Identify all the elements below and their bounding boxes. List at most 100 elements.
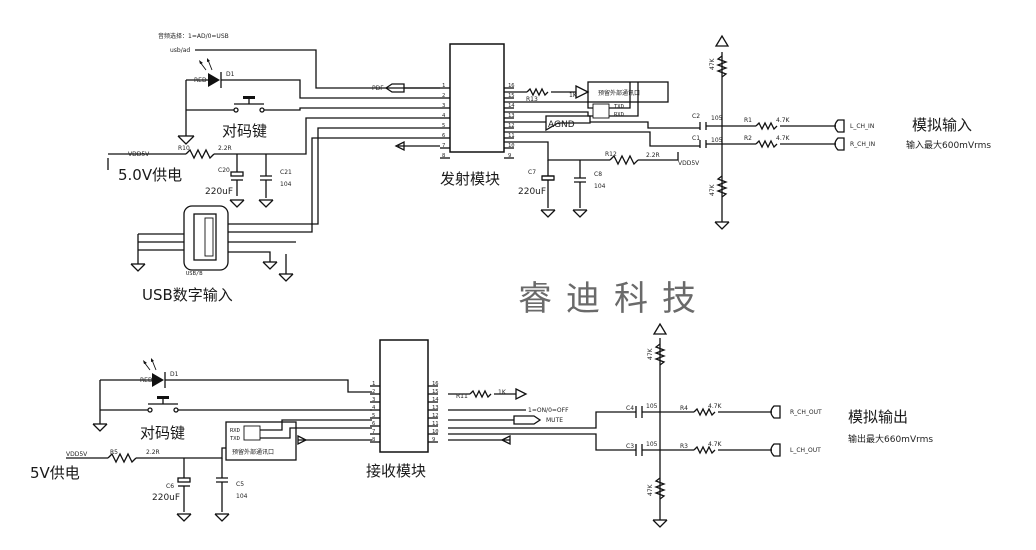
rx-cap-value: 104 bbox=[236, 493, 248, 500]
power-resistor bbox=[185, 148, 215, 160]
rx-cap-ref: C5 bbox=[236, 481, 244, 488]
pair-key-switch[interactable] bbox=[186, 96, 440, 113]
pin-number: 5 bbox=[372, 413, 375, 419]
rx-elec-cap-ref: C6 bbox=[166, 483, 174, 490]
pin-number: 3 bbox=[372, 397, 375, 403]
rx-pair-key-switch[interactable] bbox=[100, 396, 372, 413]
ext-comm-port bbox=[587, 81, 669, 103]
elec-cap bbox=[230, 171, 244, 177]
rx-vdd-label: VDD5V bbox=[66, 451, 88, 458]
rx-ceramic-cap bbox=[216, 458, 228, 512]
pin-number: 2 bbox=[442, 93, 445, 99]
ind-arrow bbox=[575, 84, 590, 100]
tx-power-resistor bbox=[609, 154, 639, 166]
in-res-r-value: 4.7K bbox=[776, 135, 791, 142]
out-res-l-ref: R3 bbox=[680, 443, 688, 450]
analog-in-max-label: 输入最大600mVrms bbox=[906, 139, 991, 151]
pin-number: 13 bbox=[508, 113, 515, 119]
in-bias-resistor-top bbox=[716, 55, 728, 78]
pin-number: 15 bbox=[508, 93, 515, 99]
in-res-l-ref: R1 bbox=[744, 117, 752, 124]
receiver-section: RED D1 对码键 RXD TXD 预留外部通讯口 VDD5V R bbox=[30, 322, 933, 528]
out-resistor-l bbox=[693, 445, 716, 455]
led-designator: D1 bbox=[226, 71, 235, 78]
out-r-label: R_CH_OUT bbox=[790, 409, 822, 416]
power-res-value: 2.2R bbox=[218, 145, 232, 152]
pin-number: 4 bbox=[372, 405, 376, 411]
ceramic-cap bbox=[260, 154, 272, 198]
pin-number: 6 bbox=[372, 421, 375, 427]
rx-power-label: 5V供电 bbox=[30, 464, 80, 482]
pin-number: 6 bbox=[442, 133, 445, 139]
in-cap-l-value: 105 bbox=[711, 115, 723, 122]
pin-number: 7 bbox=[442, 143, 445, 149]
ground-symbol bbox=[130, 263, 146, 272]
pin-number: 1 bbox=[372, 381, 375, 387]
pin-number: 1 bbox=[442, 83, 445, 89]
pdf-port bbox=[384, 83, 440, 93]
gnd-arrow bbox=[394, 140, 405, 152]
out-cap-r-value: 105 bbox=[646, 403, 658, 410]
in-vcc-arrow bbox=[714, 34, 730, 47]
tx-vdd-label: VDD5V bbox=[678, 160, 700, 167]
ground-symbol bbox=[258, 199, 274, 208]
agnd-flag bbox=[545, 115, 591, 132]
rx-power-res-value: 2.2R bbox=[146, 449, 160, 456]
usb-connector: USB/B bbox=[183, 205, 229, 277]
out-res-r-ref: R4 bbox=[680, 405, 688, 412]
cap-value: 104 bbox=[280, 181, 292, 188]
out-bias-resistor-bottom bbox=[654, 477, 666, 500]
tx-cap-value: 104 bbox=[594, 183, 606, 190]
onoff-label: 1=ON/0=OFF bbox=[528, 407, 569, 414]
ground-symbol bbox=[572, 209, 588, 218]
pin-number: 9 bbox=[508, 153, 511, 159]
pin-number: 12 bbox=[432, 413, 439, 419]
mode-select-label: 音频选择：1=AD/0=USB bbox=[158, 32, 229, 40]
out-cap-l-value: 105 bbox=[646, 441, 658, 448]
rx-led-ref: RED bbox=[140, 377, 153, 384]
transmitter-module bbox=[449, 43, 505, 153]
tx-elec-cap-ref: C7 bbox=[528, 169, 536, 176]
in-r-label: R_CH_IN bbox=[850, 141, 875, 148]
power-label: 5.0V供电 bbox=[118, 166, 182, 184]
ground-symbol bbox=[92, 423, 108, 432]
rx-ind-arrow bbox=[515, 387, 528, 401]
rx-pair-key-label: 对码键 bbox=[140, 424, 185, 442]
in-l-label: L_CH_IN bbox=[850, 123, 874, 130]
pin-number: 10 bbox=[508, 143, 515, 149]
in-res-r-ref: R2 bbox=[744, 135, 752, 142]
pin-number: 13 bbox=[432, 405, 439, 411]
led-ref: RED bbox=[194, 77, 207, 84]
tx-elec-cap bbox=[541, 175, 555, 181]
ext-port-label: 预留外部通讯口 bbox=[598, 89, 640, 97]
in-resistor-r bbox=[755, 139, 778, 149]
rx-elec-cap bbox=[177, 477, 191, 483]
pin-number: 12 bbox=[508, 123, 515, 129]
rx-elec-cap-value: 220uF bbox=[152, 493, 180, 503]
led-d1: RED D1 bbox=[186, 58, 440, 99]
tx-ceramic-cap bbox=[574, 160, 586, 208]
ground-symbol bbox=[714, 221, 730, 230]
rx-indicator-resistor bbox=[469, 389, 492, 399]
rx-bus-arrow-l bbox=[297, 434, 308, 446]
in-r-port bbox=[834, 137, 845, 151]
ground-symbol bbox=[652, 519, 668, 528]
in-res-l-value: 4.7K bbox=[776, 117, 791, 124]
tx-power-res-value: 2.2R bbox=[646, 152, 660, 159]
pin-number: 8 bbox=[372, 437, 375, 443]
in-cap-r-value: 105 bbox=[711, 137, 723, 144]
ground-symbol bbox=[229, 199, 245, 208]
rx-rxd-label: RXD bbox=[230, 428, 240, 434]
indicator-resistor bbox=[526, 87, 549, 97]
agnd-label: AGND bbox=[548, 120, 575, 130]
ground-symbol bbox=[278, 273, 294, 282]
transmitter-section: 音频选择：1=AD/0=USB usb/ad PDF RED D1 bbox=[107, 32, 991, 304]
pin-number: 16 bbox=[432, 381, 439, 387]
out-l-port bbox=[770, 443, 781, 457]
pin-number: 4 bbox=[442, 113, 446, 119]
pdf-label: PDF bbox=[372, 85, 384, 92]
analog-out-max-label: 输出最大660mVrms bbox=[848, 433, 933, 445]
out-r-port bbox=[770, 405, 781, 419]
